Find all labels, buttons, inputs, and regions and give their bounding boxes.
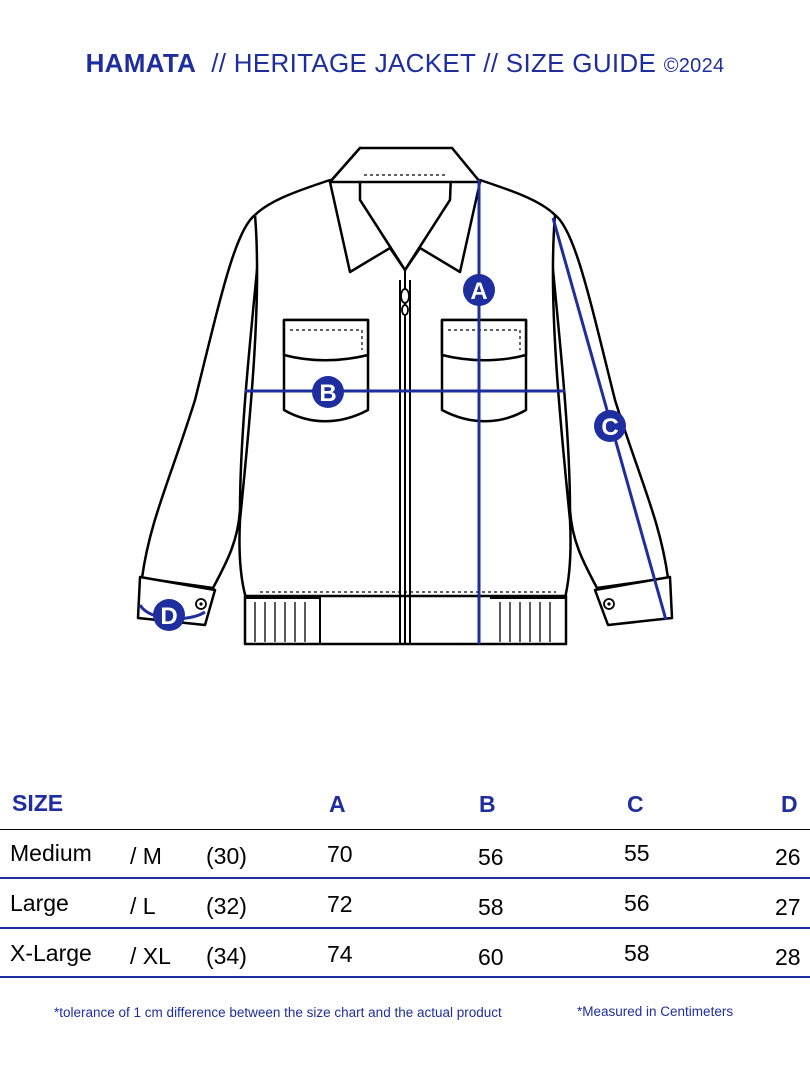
collar-band — [328, 146, 482, 184]
marker-d — [153, 599, 185, 631]
marker-a — [463, 274, 495, 306]
marker-c — [594, 410, 626, 442]
row-rule-1 — [0, 877, 810, 879]
row-xlarge-c: 58 — [624, 940, 650, 966]
row-medium-a: 70 — [327, 841, 353, 867]
left-pocket-flap — [282, 318, 370, 362]
marker-b — [312, 376, 344, 408]
marker-a-label: A — [470, 278, 487, 305]
row-large-a: 72 — [327, 891, 353, 917]
row-medium-d: 26 — [775, 844, 801, 870]
right-pocket-flap — [440, 318, 528, 362]
header-b: B — [479, 791, 496, 817]
zipper-pull — [400, 288, 410, 316]
row-xlarge-name: X-Large — [10, 940, 92, 966]
row-xlarge-code: / XL — [130, 943, 171, 969]
row-rule-2 — [0, 927, 810, 929]
header-a: A — [329, 791, 346, 817]
right-cuff — [593, 575, 674, 627]
row-xlarge-a: 74 — [327, 941, 353, 967]
brand-name: HAMATA — [85, 48, 197, 78]
header-rule — [0, 829, 810, 830]
header-size: SIZE — [12, 790, 64, 816]
row-large-c: 56 — [624, 890, 650, 916]
row-rule-3 — [0, 976, 810, 978]
header-d: D — [781, 791, 798, 817]
row-medium-num: (30) — [206, 843, 247, 869]
row-xlarge-d: 28 — [775, 944, 801, 970]
row-large-code: / L — [130, 893, 156, 919]
marker-b-label: B — [319, 380, 336, 407]
tolerance-note: *tolerance of 1 cm difference between th… — [54, 1005, 502, 1020]
marker-c-label: C — [601, 414, 618, 441]
units-note: *Measured in Centimeters — [577, 1004, 734, 1019]
row-xlarge-b: 60 — [478, 944, 504, 970]
copyright: ©2024 — [663, 55, 725, 77]
row-medium-code: / M — [130, 843, 162, 869]
row-large-num: (32) — [206, 893, 247, 919]
row-medium-b: 56 — [478, 844, 504, 870]
row-large-name: Large — [10, 890, 69, 916]
row-medium-name: Medium — [10, 840, 92, 866]
product-title: // HERITAGE JACKET // SIZE GUIDE — [211, 48, 657, 78]
row-xlarge-num: (34) — [206, 943, 247, 969]
row-large-d: 27 — [775, 894, 801, 920]
marker-d-label: D — [160, 603, 177, 630]
row-medium-c: 55 — [624, 840, 650, 866]
jacket-diagram: A B C D — [136, 146, 674, 646]
row-large-b: 58 — [478, 894, 504, 920]
page-title: HAMATA // HERITAGE JACKET // SIZE GUIDE … — [0, 48, 810, 79]
header-c: C — [627, 791, 644, 817]
